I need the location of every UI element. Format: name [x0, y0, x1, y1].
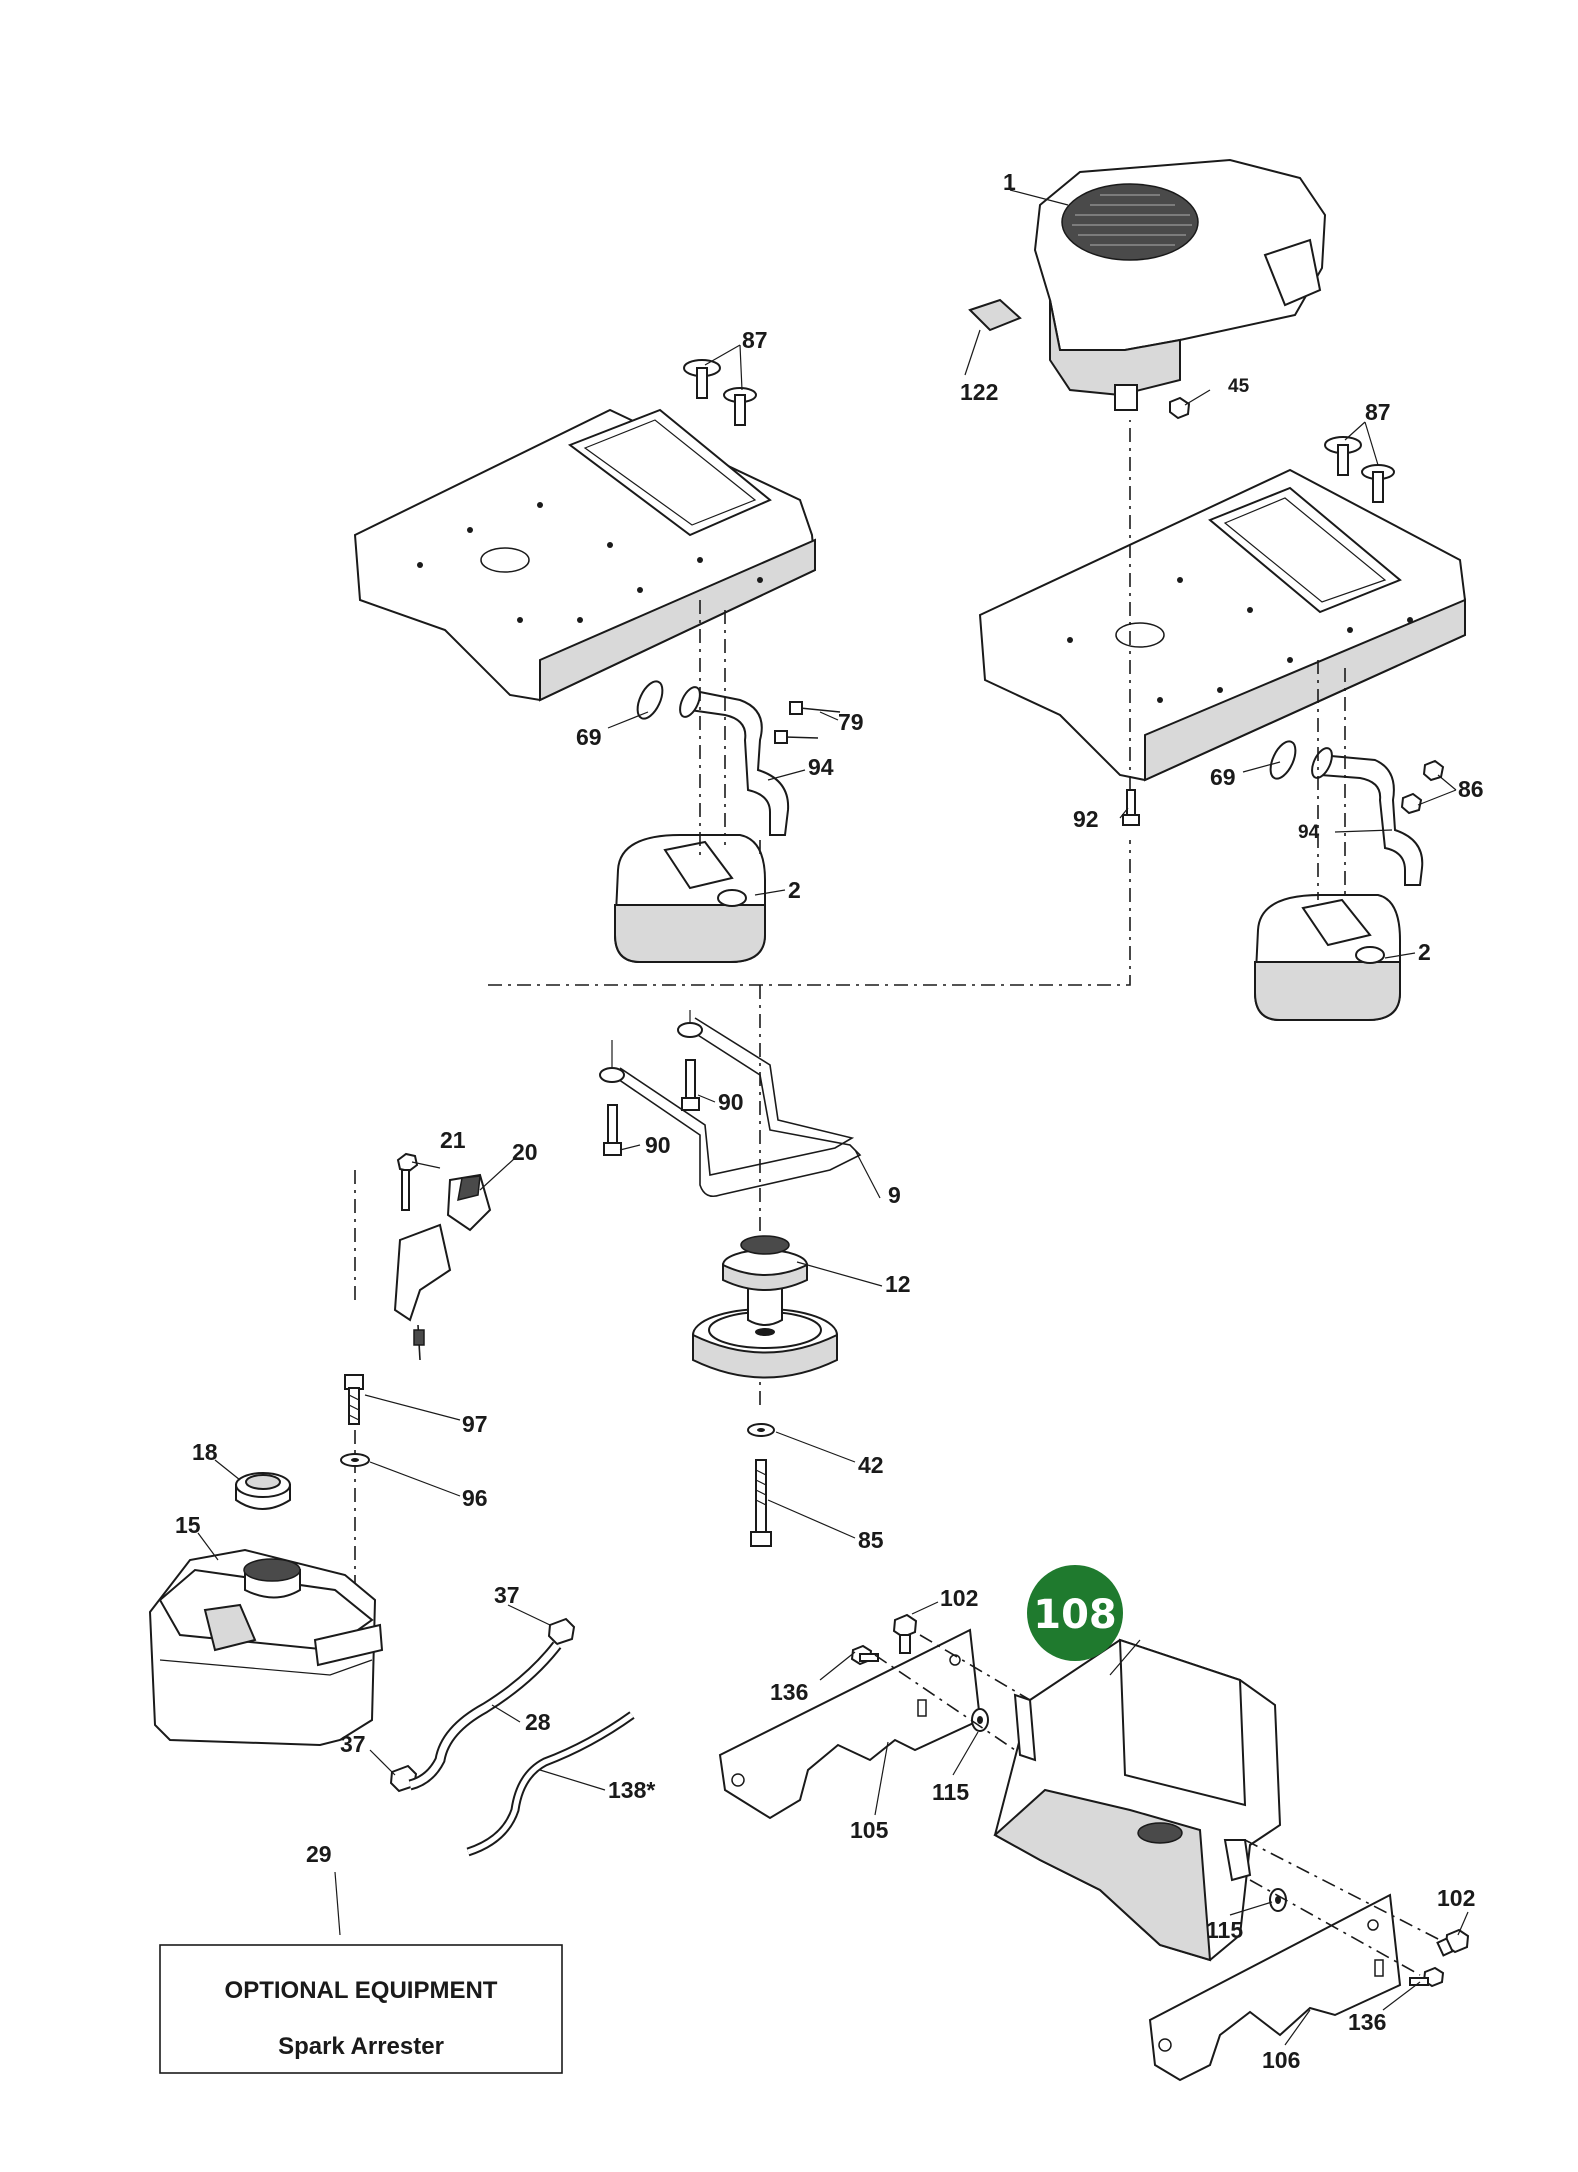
bolt-90 [603, 1059, 700, 1156]
bolt-136 [850, 1644, 1445, 1988]
exhaust-pipe-94-right [1269, 740, 1424, 886]
callout-87-left: 87 [742, 327, 768, 353]
optional-equipment-box: OPTIONAL EQUIPMENT Spark Arrester [159, 1944, 563, 2074]
engine-part [968, 158, 1327, 411]
callout-96: 96 [462, 1485, 488, 1511]
leader-lines [197, 189, 1469, 2046]
callout-115-lower: 115 [1206, 1917, 1243, 1943]
callout-136-upper: 136 [770, 1679, 808, 1705]
fuel-line-138 [466, 1711, 635, 1857]
callout-37-lower: 37 [340, 1731, 366, 1757]
washer-96 [340, 1453, 370, 1467]
callout-2-right: 2 [1418, 939, 1431, 965]
callout-90-lower: 90 [645, 1132, 671, 1158]
callout-12: 12 [885, 1271, 911, 1297]
nut-86 [1400, 759, 1445, 815]
screw-79 [774, 701, 841, 744]
callout-18: 18 [192, 1439, 218, 1465]
bolt-21 [396, 1152, 419, 1211]
bolt-92 [1122, 789, 1140, 826]
washer-115 [971, 1708, 1287, 1912]
callout-94-right: 94 [1298, 822, 1320, 843]
callout-69-left: 69 [576, 724, 602, 750]
bracket-106 [1148, 1893, 1402, 2082]
callout-9: 9 [888, 1182, 901, 1208]
washer-42 [747, 1423, 775, 1437]
bolt-102 [892, 1613, 1470, 1957]
callout-20: 20 [512, 1139, 538, 1165]
callout-69-right: 69 [1210, 764, 1236, 790]
pulley-12 [692, 1235, 838, 1379]
callout-87-right: 87 [1365, 399, 1391, 425]
callout-94-left: 94 [808, 754, 834, 780]
callout-115-upper: 115 [932, 1779, 969, 1805]
fuel-line-28 [408, 1641, 562, 1791]
support-bracket-9 [599, 1010, 862, 1198]
callout-1: 1 [1003, 169, 1016, 195]
bolt-85 [750, 1459, 772, 1547]
callout-102-upper: 102 [940, 1585, 978, 1611]
optional-equipment-subtitle: Spark Arrester [278, 2033, 444, 2060]
right-frame-plate [978, 468, 1466, 782]
left-frame-plate [353, 408, 817, 702]
callout-92: 92 [1073, 806, 1099, 832]
hardware-dash-lines [874, 1634, 1441, 1976]
exhaust-pipe-94-left [636, 680, 790, 836]
nut-45 [1169, 396, 1191, 420]
muffler-2-left [613, 834, 766, 963]
throttle-cable-20 [393, 1173, 492, 1361]
callout-37-upper: 37 [494, 1582, 520, 1608]
callout-29: 29 [306, 1841, 332, 1867]
callout-2-left: 2 [788, 877, 801, 903]
callout-45: 45 [1228, 376, 1250, 397]
callout-102-lower: 102 [1437, 1885, 1475, 1911]
callout-105: 105 [850, 1817, 889, 1843]
callout-97: 97 [462, 1411, 488, 1437]
highlight-label: 108 [1033, 1592, 1117, 1638]
callout-86: 86 [1458, 776, 1484, 802]
callout-90-upper: 90 [718, 1089, 744, 1115]
callout-28: 28 [525, 1709, 551, 1735]
optional-equipment-title: OPTIONAL EQUIPMENT [225, 1977, 498, 2004]
callout-79: 79 [838, 709, 864, 735]
fuel-tank-15 [148, 1548, 384, 1747]
callout-21: 21 [440, 1127, 466, 1153]
callout-labels: 1 122 45 87 87 79 69 94 2 92 69 86 94 2 … [175, 169, 1484, 2073]
fuel-cap-18 [235, 1472, 291, 1510]
bracket-105 [718, 1628, 982, 1820]
clamp-37 [389, 1617, 576, 1793]
callout-138: 138* [608, 1777, 655, 1803]
callout-106: 106 [1262, 2047, 1300, 2073]
bolt-97 [344, 1374, 364, 1425]
highlight-badge-108[interactable]: 108 [1027, 1565, 1123, 1661]
callout-122: 122 [960, 379, 998, 405]
knob-87-left [683, 359, 757, 426]
highlight-circle [1027, 1565, 1123, 1661]
muffler-2-right [1253, 894, 1401, 1021]
callout-136-lower: 136 [1348, 2009, 1386, 2035]
callout-85: 85 [858, 1527, 884, 1553]
callout-42: 42 [858, 1452, 884, 1478]
callout-15: 15 [175, 1512, 201, 1538]
shield-housing-108 [993, 1638, 1282, 1962]
knob-87-right [1324, 436, 1395, 503]
